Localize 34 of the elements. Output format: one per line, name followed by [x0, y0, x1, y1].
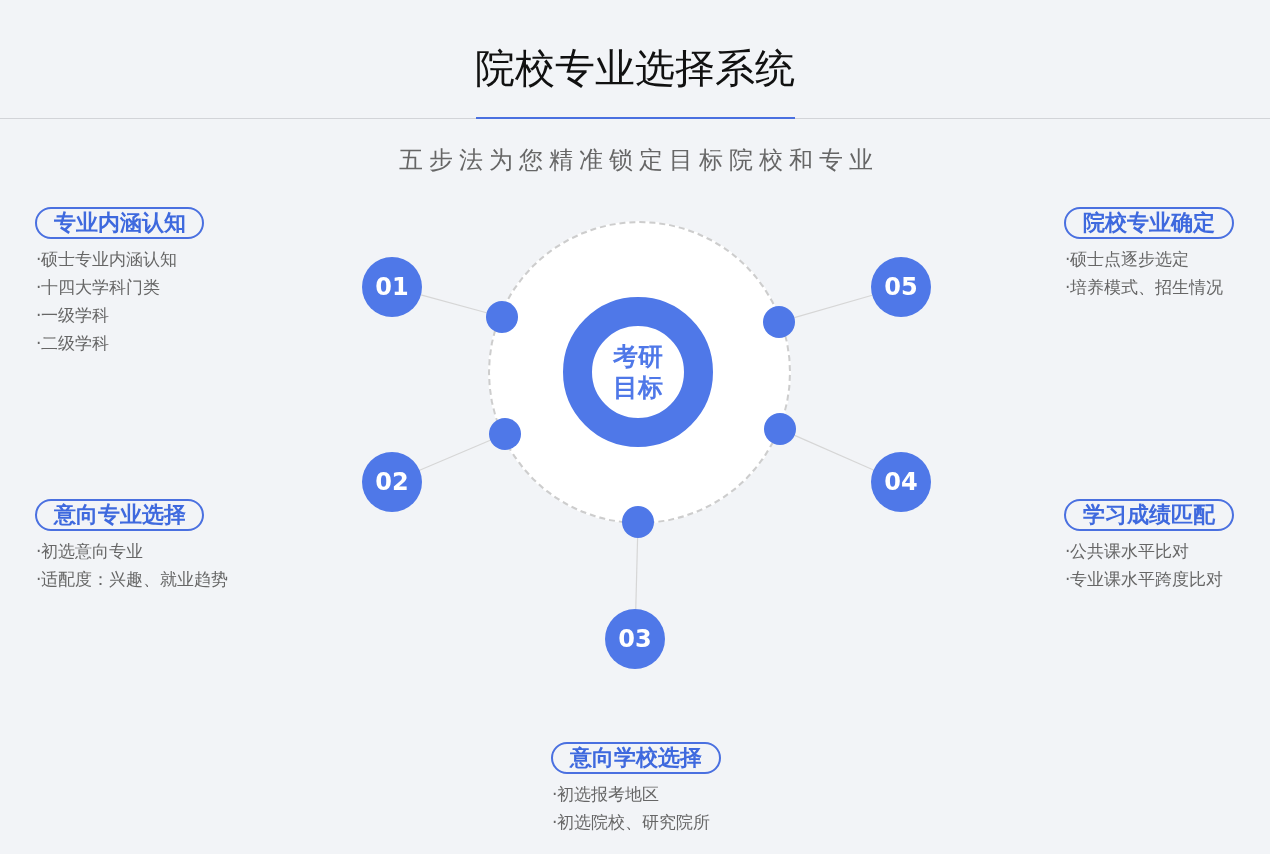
dot	[763, 306, 795, 338]
step-pill: 意向专业选择	[35, 499, 204, 531]
number-circle: 05	[871, 257, 931, 317]
subtitle: 五步法为您精准锁定目标院校和专业	[398, 144, 879, 176]
list-item: ·硕士点逐步选定	[1065, 248, 1190, 271]
step-pill: 院校专业确定	[1064, 207, 1234, 239]
title: 院校专业选择系统	[475, 44, 795, 92]
connector-line	[794, 434, 875, 471]
list-item: ·十四大学科门类	[36, 276, 161, 299]
step-pill: 学习成绩匹配	[1064, 499, 1234, 531]
number-circle: 03	[605, 609, 665, 669]
list-item: ·硕士专业内涵认知	[36, 248, 178, 271]
number-circle: 02	[362, 452, 422, 512]
list-item: ·二级学科	[36, 332, 110, 355]
list-item: ·专业课水平跨度比对	[1065, 568, 1224, 591]
list-item: ·初选报考地区	[552, 783, 660, 806]
list-item: ·初选意向专业	[36, 540, 144, 563]
step-pill: 意向学校选择	[551, 742, 721, 774]
list-item: ·培养模式、招生情况	[1065, 276, 1224, 299]
dot	[622, 506, 654, 538]
step-pill: 专业内涵认知	[35, 207, 204, 239]
dot	[489, 418, 521, 450]
connector-line	[419, 439, 491, 471]
list-item: ·适配度：兴趣、就业趋势	[36, 568, 229, 591]
list-item: ·初选院校、研究院所	[552, 811, 711, 834]
connector-line	[635, 537, 639, 610]
number-circle: 04	[871, 452, 931, 512]
connector-line	[420, 294, 488, 314]
list-item: ·一级学科	[36, 304, 110, 327]
list-item: ·公共课水平比对	[1065, 540, 1190, 563]
dot	[486, 301, 518, 333]
connector-line	[793, 294, 873, 319]
number-circle: 01	[362, 257, 422, 317]
dot	[764, 413, 796, 445]
